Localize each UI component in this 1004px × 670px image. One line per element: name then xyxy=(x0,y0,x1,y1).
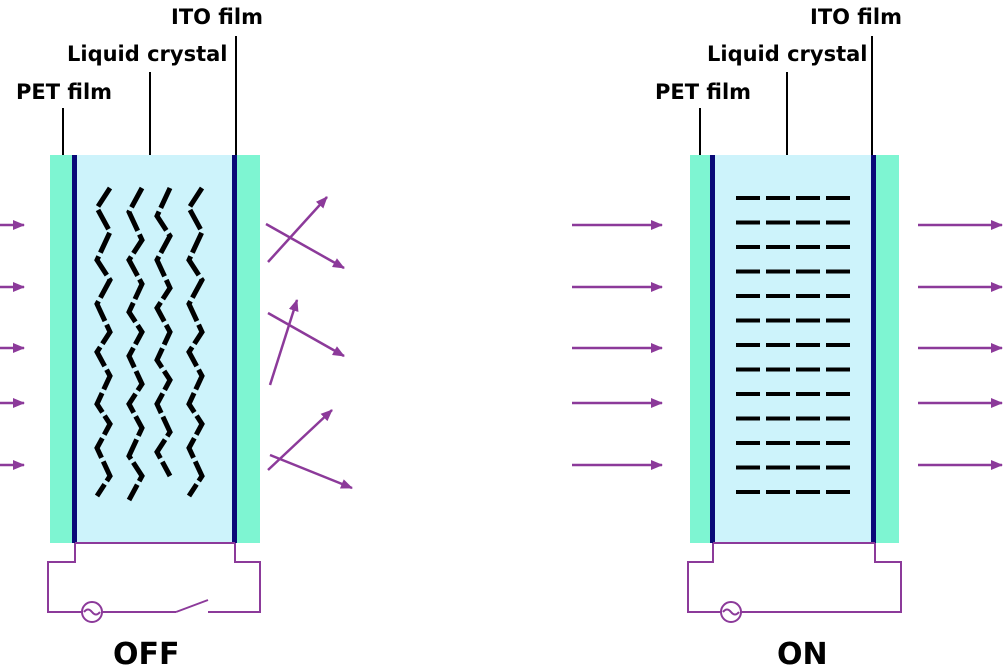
on-liquid-crystal-layer xyxy=(713,155,875,543)
scatter-arrow xyxy=(269,453,353,490)
off-switch-open-icon xyxy=(175,599,209,613)
off-ito-film-right xyxy=(232,155,237,543)
off-liquid-crystal-label: Liquid crystal xyxy=(67,42,228,66)
on-circuit-wire-right xyxy=(741,543,902,613)
scatter-arrow xyxy=(267,196,328,263)
scatter-arrow xyxy=(268,299,299,386)
off-circuit xyxy=(47,543,261,623)
crystal-chain xyxy=(126,186,145,502)
on-pet-film-right xyxy=(875,155,899,543)
on-pet-film-left xyxy=(690,155,713,543)
off-ito-film-left xyxy=(72,155,77,543)
crystal-chain xyxy=(154,186,173,478)
off-state-label: OFF xyxy=(113,637,180,670)
crystal-chain xyxy=(186,186,205,498)
crystal-chain xyxy=(94,186,113,498)
on-ito-film-right xyxy=(871,155,876,543)
off-panel: PET film Liquid crystal ITO film xyxy=(0,5,353,670)
on-incoming-light xyxy=(572,220,663,470)
scatter-arrow xyxy=(267,311,345,358)
on-pet-film-label: PET film xyxy=(655,80,751,104)
scatter-arrow xyxy=(265,222,345,270)
off-pet-film-right xyxy=(235,155,260,543)
on-ito-film-left xyxy=(710,155,715,543)
scatter-arrow xyxy=(267,409,333,471)
off-ito-film-label: ITO film xyxy=(171,5,263,29)
off-pet-film-left xyxy=(50,155,75,543)
off-scattered-light xyxy=(265,196,353,490)
on-circuit-wire-left xyxy=(687,543,722,613)
off-circuit-wire-left xyxy=(47,543,82,613)
on-ac-wave xyxy=(722,608,740,616)
off-pet-film-label: PET film xyxy=(16,80,112,104)
on-state-label: ON xyxy=(777,637,828,670)
on-ito-film-label: ITO film xyxy=(810,5,902,29)
on-panel: PET film Liquid crystal ITO film ON xyxy=(572,5,1003,670)
off-circuit-wire-right xyxy=(208,543,261,613)
on-liquid-crystal-molecules xyxy=(736,196,850,494)
on-cell xyxy=(690,155,899,544)
off-ac-wave xyxy=(83,608,101,616)
on-circuit xyxy=(687,543,902,623)
on-liquid-crystal-label: Liquid crystal xyxy=(707,42,868,66)
off-cell xyxy=(50,155,260,544)
off-incoming-light xyxy=(0,220,25,470)
off-liquid-crystal-molecules xyxy=(94,186,205,502)
on-transmitted-light xyxy=(918,220,1003,470)
